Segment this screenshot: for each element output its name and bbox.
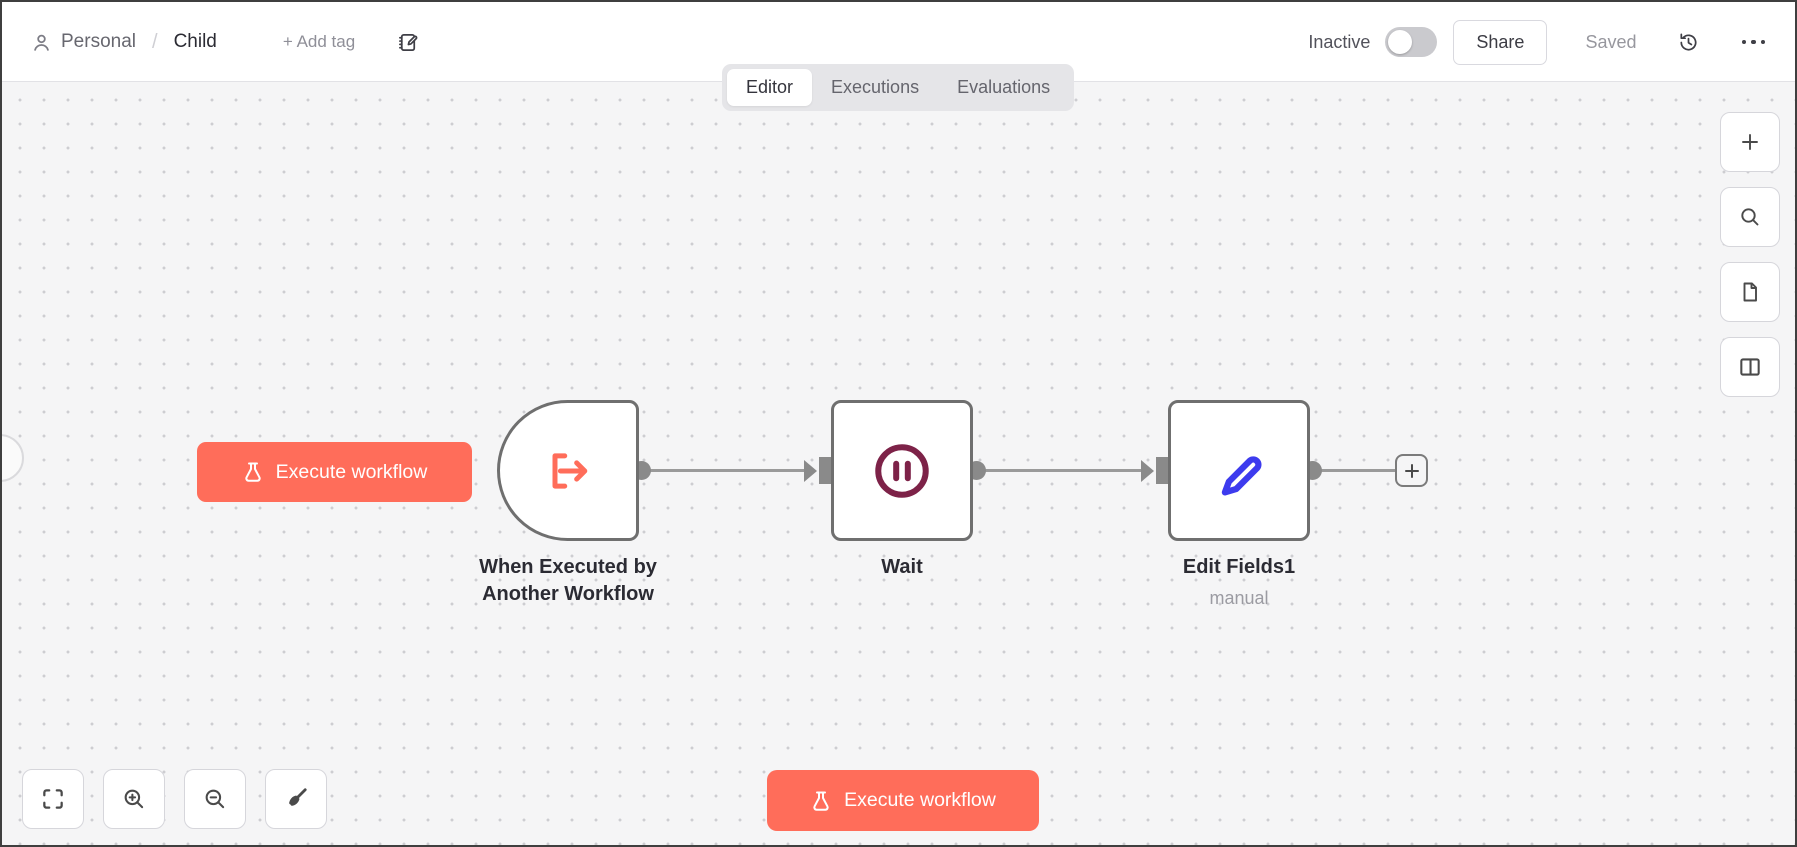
toggle-knob	[1388, 30, 1413, 54]
connection-edit-to-add[interactable]	[1320, 469, 1396, 472]
plus-icon	[1404, 463, 1419, 478]
workflow-canvas[interactable]: Execute workflow	[2, 82, 1795, 845]
execute-workflow-button-bottom[interactable]: Execute workflow	[767, 770, 1039, 831]
flask-icon	[244, 462, 261, 482]
flask-icon	[813, 791, 829, 811]
input-port-arrow-edit	[1141, 460, 1154, 482]
zoom-out-icon	[205, 789, 225, 809]
connection-wait-to-edit[interactable]	[985, 469, 1143, 472]
sticky-note-button[interactable]	[1720, 262, 1780, 322]
ellipsis-menu-icon	[1741, 39, 1746, 45]
sidebar-collapse-handle[interactable]	[2, 434, 24, 482]
zoom-in-button[interactable]	[103, 769, 165, 829]
workflow-title[interactable]: Child	[173, 31, 217, 52]
tab-executions[interactable]: Executions	[831, 77, 920, 97]
activation-toggle[interactable]	[1385, 27, 1438, 57]
view-tabs: Editor Executions Evaluations	[722, 64, 1075, 111]
add-node-panel-button[interactable]	[1720, 112, 1780, 172]
node-label-wait: Wait	[881, 556, 923, 578]
input-port-edit[interactable]	[1156, 457, 1169, 484]
breadcrumb-separator: /	[152, 30, 158, 53]
connection-trigger-to-wait[interactable]	[650, 469, 806, 472]
execute-workflow-label: Execute workflow	[275, 460, 428, 483]
node-label-trigger: When Executed by Another Workflow	[479, 556, 657, 605]
fit-view-icon	[43, 789, 63, 809]
breadcrumb: Personal / Child + Add tag	[32, 2, 420, 82]
history-icon	[1679, 32, 1697, 51]
node-when-executed-by-another-workflow[interactable]	[497, 400, 639, 541]
ellipsis-menu-icon	[1751, 39, 1756, 45]
node-label-edit-fields: Edit Fields1 manual	[1183, 554, 1295, 612]
canvas-zoom-toolbar	[22, 769, 327, 829]
activation-status-label: Inactive	[1308, 31, 1371, 52]
add-tag-button[interactable]: + Add tag	[282, 32, 356, 51]
fit-view-button[interactable]	[22, 769, 84, 829]
zoom-out-button[interactable]	[184, 769, 246, 829]
file-icon	[1743, 282, 1757, 302]
split-panel-icon	[1740, 358, 1760, 376]
workflow-notes-button[interactable]	[397, 31, 420, 54]
node-subtitle-edit-fields: manual	[1209, 588, 1269, 608]
version-history-button[interactable]	[1677, 31, 1700, 54]
canvas-side-toolbar	[1720, 112, 1780, 397]
node-wait[interactable]	[831, 400, 973, 541]
search-icon	[1741, 208, 1759, 226]
execute-workflow-button[interactable]: Execute workflow	[197, 442, 472, 502]
journal-edit-icon	[399, 33, 418, 51]
execute-workflow-label: Execute workflow	[844, 789, 996, 811]
tidy-up-icon	[288, 788, 307, 807]
search-nodes-button[interactable]	[1720, 187, 1780, 247]
ellipsis-menu-icon	[1760, 39, 1765, 45]
input-port-arrow-wait	[804, 460, 817, 482]
user-icon	[32, 33, 51, 52]
tab-evaluations[interactable]: Evaluations	[957, 77, 1051, 97]
share-button[interactable]: Share	[1453, 19, 1548, 65]
breadcrumb-project[interactable]: Personal	[61, 31, 136, 52]
plus-icon	[1742, 134, 1758, 150]
toggle-panel-button[interactable]	[1720, 337, 1780, 397]
more-options-button[interactable]	[1741, 39, 1765, 45]
header-actions: Inactive Share Saved	[1308, 2, 1765, 82]
tidy-up-button[interactable]	[265, 769, 327, 829]
save-status: Saved	[1585, 31, 1637, 52]
tab-editor[interactable]: Editor	[727, 69, 813, 106]
workflow-output-arrow-icon	[552, 452, 588, 489]
node-edit-fields[interactable]	[1168, 400, 1310, 541]
pen-icon	[1221, 455, 1262, 496]
zoom-in-icon	[124, 789, 144, 809]
input-port-wait[interactable]	[819, 457, 832, 484]
add-node-button[interactable]	[1395, 454, 1428, 487]
pause-circle-icon	[875, 443, 929, 498]
